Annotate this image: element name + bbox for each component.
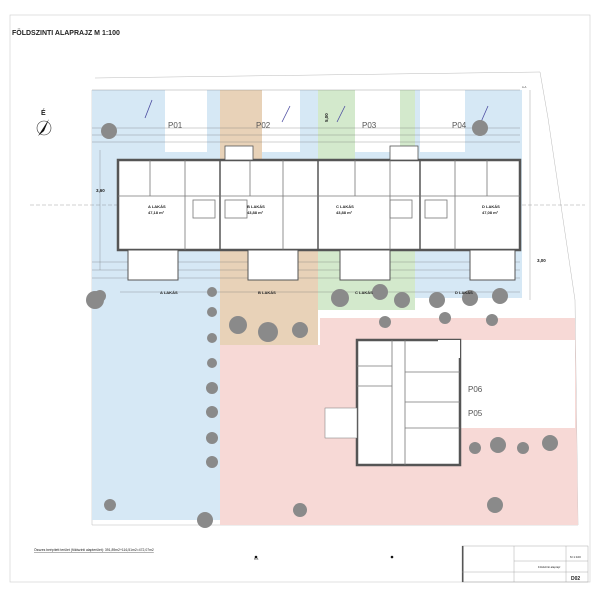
garden-labels: A LAKÁS B LAKÁS C LAKÁS D LAKÁS bbox=[160, 290, 473, 295]
section-marker-icon bbox=[254, 555, 258, 559]
svg-text:C LAKÁS: C LAKÁS bbox=[355, 290, 373, 295]
zones bbox=[92, 90, 578, 525]
svg-text:D LAKÁS: D LAKÁS bbox=[455, 290, 473, 295]
svg-text:43,88 m²: 43,88 m² bbox=[247, 210, 264, 215]
zone-a-garden bbox=[92, 298, 220, 520]
svg-text:D LAKÁS: D LAKÁS bbox=[482, 204, 500, 209]
parking-p05-p06-area bbox=[460, 340, 575, 428]
main-building bbox=[116, 145, 522, 281]
title-block-sheet: D02 bbox=[571, 576, 580, 582]
svg-text:B LAKÁS: B LAKÁS bbox=[247, 204, 265, 209]
title-block-scale: M 1:100 bbox=[570, 555, 581, 559]
north-label: É bbox=[41, 108, 46, 117]
svg-text:47,18 m²: 47,18 m² bbox=[148, 210, 165, 215]
dimension-left: 3,60 bbox=[96, 188, 105, 193]
parking-label: P05 bbox=[468, 409, 483, 418]
parking-label: P02 bbox=[256, 121, 271, 130]
title-block-drawing-name: Földszinti alaprajz bbox=[538, 565, 561, 569]
title-block bbox=[461, 545, 589, 583]
section-mark: A-A bbox=[522, 85, 527, 89]
parking-label: P04 bbox=[452, 121, 467, 130]
parking-label: P06 bbox=[468, 385, 483, 394]
north-arrow-icon bbox=[38, 119, 49, 136]
svg-text:A LAKÁS: A LAKÁS bbox=[148, 204, 166, 209]
svg-text:A LAKÁS: A LAKÁS bbox=[160, 290, 178, 295]
apartment-labels: A LAKÁS 47,18 m² B LAKÁS 43,88 m² C LAKÁ… bbox=[148, 204, 500, 215]
annex-terrace bbox=[324, 407, 358, 439]
trees bbox=[86, 120, 558, 528]
north-arrow: É bbox=[36, 108, 52, 136]
site-boundary bbox=[91, 71, 579, 526]
section-marker-icon bbox=[390, 555, 394, 559]
dimension-top-mid: 5,00 bbox=[324, 113, 329, 122]
dimension-right: 3,00 bbox=[537, 258, 546, 263]
parking-label: P03 bbox=[362, 121, 377, 130]
parking-label: P01 bbox=[168, 121, 183, 130]
svg-text:43,88 m²: 43,88 m² bbox=[336, 210, 353, 215]
drawing-title: FÖLDSZINTI ALAPRAJZ M 1:100 bbox=[12, 28, 120, 37]
section-mark: B-B bbox=[254, 557, 259, 561]
svg-text:C LAKÁS: C LAKÁS bbox=[336, 204, 354, 209]
parking-markers bbox=[144, 99, 489, 123]
svg-text:B LAKÁS: B LAKÁS bbox=[258, 290, 276, 295]
annex-building bbox=[324, 338, 462, 467]
total-area-note: Összes beépített terület (földszinti ala… bbox=[34, 548, 154, 552]
sheet-border bbox=[9, 14, 591, 583]
parking-p01-strip bbox=[165, 90, 207, 152]
svg-text:47,08 m²: 47,08 m² bbox=[482, 210, 499, 215]
